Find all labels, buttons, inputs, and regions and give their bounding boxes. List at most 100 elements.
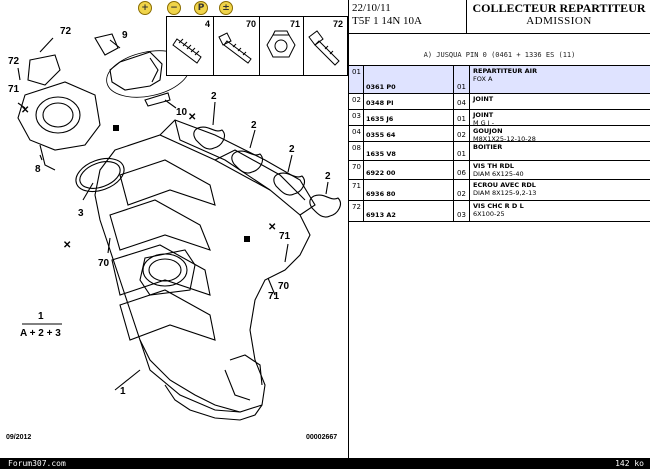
svg-text:✕: ✕ [188,112,196,123]
part-reference: 1635 V8 [366,150,396,158]
column-rule [453,142,454,160]
quantity: 03 [457,211,466,219]
column-rule [469,94,470,109]
part-spec: DIAM 8X125-9,2-13 [473,189,537,197]
part-spec: M G I - [473,119,495,127]
part-name: JOINT [473,95,494,103]
column-rule [363,94,364,109]
table-end-rule [349,221,650,222]
row-number: 08 [352,144,361,152]
part-reference: 0355 64 [366,131,396,139]
part-spec: M8X1X25-12-10-28 [473,135,536,143]
part-spec: 6X100-25 [473,210,505,218]
nut-icon [266,30,296,58]
callout-1: 1 [38,311,44,322]
column-rule [469,66,470,93]
column-rule [453,161,454,179]
column-rule [363,126,364,141]
column-rule [453,94,454,109]
callout-2c: 2 [289,144,295,155]
part-spec: FOX A [473,75,493,83]
callout-9: 9 [122,30,128,41]
part-cell-4: 4 [167,17,214,75]
column-rule [363,142,364,160]
zoom-in-icon[interactable]: + [138,1,152,15]
stud-icon [172,38,202,64]
part-reference: 6913 A2 [366,211,396,219]
part-name: VIS TH RDL [473,162,515,170]
zoom-out-icon[interactable]: − [167,1,181,15]
callout-1-bottom: 1 [120,386,126,397]
row-number: 72 [352,203,361,211]
column-rule [363,66,364,93]
applicability-note: A) JUSQUA PIN 0 (0461 + 1336 ES (11) [423,51,576,59]
zoom-fit-icon[interactable]: ± [219,1,233,15]
callout-3: 3 [78,208,84,219]
callout-10: 10 [176,107,188,118]
cap-screw-icon [308,30,340,66]
part-name: GOUJON [473,127,503,135]
callout-formula: A + 2 + 3 [20,328,61,339]
svg-text:✕: ✕ [21,105,29,116]
column-rule [469,110,470,125]
quantity: 01 [457,83,466,91]
part-cell-71: 71 [259,17,304,75]
part-reference: 6936 80 [366,190,396,198]
column-rule [363,201,364,221]
callout-71b: 71 [279,231,291,242]
viewer-toolbar: + − P ± [0,0,340,15]
part-reference: 0361 P0 [366,83,396,91]
callout-70a: 70 [98,258,110,269]
header-separator [466,0,467,33]
file-size: 142 ko [615,459,644,468]
row-number: 03 [352,112,361,120]
callout-71a: 71 [8,84,20,95]
column-rule [363,161,364,179]
column-rule [469,126,470,141]
column-rule [453,201,454,221]
part-name: REPARTITEUR AIR [473,67,538,75]
quantity: 01 [457,115,466,123]
column-rule [453,66,454,93]
quantity: 02 [457,131,466,139]
row-number: 01 [352,68,361,76]
column-rule [469,201,470,221]
page-subtitle: ADMISSION [526,15,592,27]
row-number: 70 [352,163,361,171]
svg-text:✕: ✕ [63,240,71,251]
callout-2a: 2 [211,91,217,102]
part-reference: 1635 J6 [366,115,394,123]
column-rule [469,180,470,200]
header-rule [349,33,650,34]
header-code: T5F 1 14N 10A [352,15,422,27]
callout-72b: 72 [8,56,20,67]
status-bar: Forum307.com 142 ko [0,458,650,469]
column-rule [453,126,454,141]
quantity: 04 [457,99,466,107]
header-date: 22/10/11 [352,2,391,14]
column-rule [363,180,364,200]
callout-8: 8 [35,164,41,175]
column-rule [363,110,364,125]
part-reference: 0348 PI [366,99,394,107]
callout-70b: 70 [278,281,290,292]
site-label: Forum307.com [8,459,66,468]
callout-2b: 2 [251,120,257,131]
callout-2d: 2 [325,171,331,182]
part-name: ECROU AVEC RDL [473,181,536,189]
diagram-date: 09/2012 [6,434,31,441]
part-spec: DIAM 6X125-40 [473,170,524,178]
callout-72a: 72 [60,26,72,37]
callout-71c: 71 [268,291,280,302]
part-cell-70: 70 [213,17,260,75]
zoom-reset-icon[interactable]: P [194,1,208,15]
